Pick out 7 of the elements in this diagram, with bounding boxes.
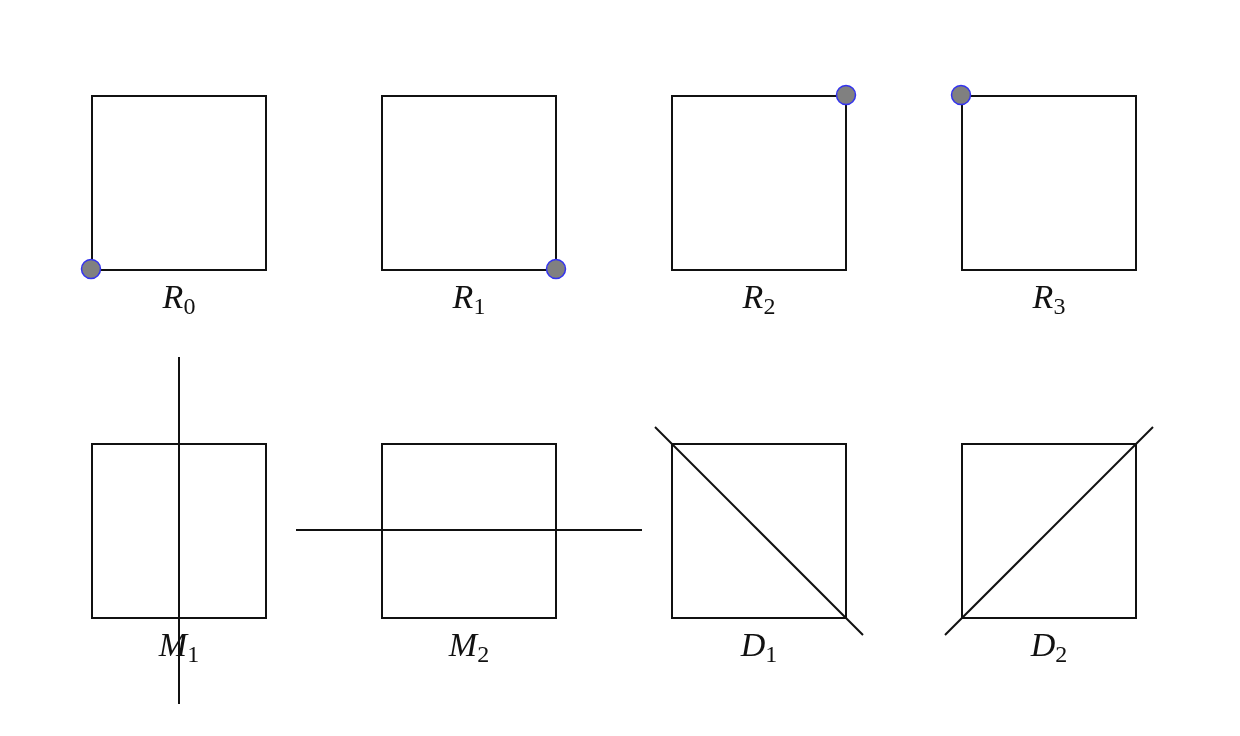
symmetry-label: D$_{1}$ [740, 625, 778, 665]
symmetry-label: R$_{0}$ [162, 277, 196, 317]
symmetry-label: M$_{2}$ [448, 625, 490, 665]
symmetry-label: D$_{2}$ [1030, 625, 1068, 665]
symmetry-label: R$_{3}$ [1032, 277, 1066, 317]
symmetry-label: R$_{1}$ [452, 277, 486, 317]
symmetry-label: R$_{2}$ [742, 277, 776, 317]
